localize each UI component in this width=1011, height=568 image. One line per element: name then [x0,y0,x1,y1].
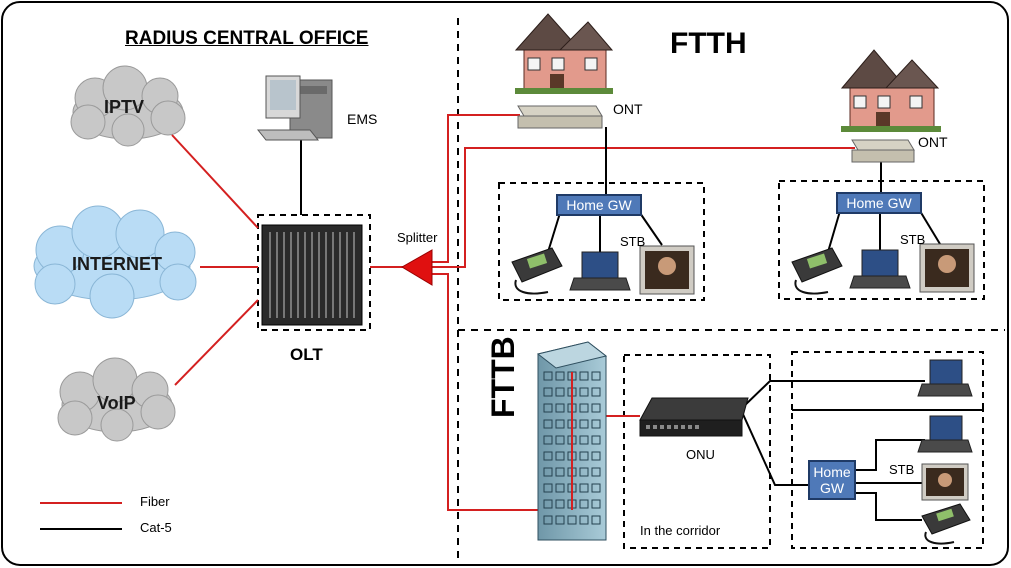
olt-label: OLT [290,345,323,364]
onu-switch-icon [639,397,749,437]
laptop-icon-4 [917,415,973,453]
corridor-box [623,354,771,549]
legend-cat5-label: Cat-5 [140,520,172,535]
ont-device-icon-1 [517,105,603,129]
house-icon-2 [840,49,941,132]
ont-label-1: ONT [613,101,643,117]
phone-icon-3 [921,503,971,545]
home-gw-3: Home GW [808,460,856,500]
ems-label: EMS [347,111,378,127]
laptop-icon-1 [569,251,631,291]
ont-device-icon-2 [851,139,915,163]
ftth-title: FTTH [670,27,747,60]
house-icon-1 [514,13,614,94]
laptop-icon-3 [917,359,973,397]
splitter-icon [401,249,433,286]
tv-icon-3 [921,463,969,501]
stb-label-3: STB [889,462,915,477]
home-gw-1: Home GW [556,194,642,216]
splitter-label: Splitter [397,230,438,245]
apartment2-box [791,409,984,549]
home-gw-3-line2: GW [819,480,845,496]
fttb-title: FTTB [485,336,521,418]
ems-computer-icon [256,75,333,141]
apartment1-box [791,351,984,411]
home-gw-3-line1: Home [813,464,851,480]
office-title: RADIUS CENTRAL OFFICE [125,28,369,49]
home1-box [498,182,705,301]
home-gw-2: Home GW [836,192,922,214]
olt-box [257,214,371,331]
stb-label-1: STB [620,234,646,249]
corridor-label: In the corridor [640,523,721,538]
ont-label-2: ONT [918,134,948,150]
cat5-links [300,127,941,521]
phone-icon-1 [511,247,563,295]
internet-label: INTERNET [72,254,162,274]
legend-fiber-label: Fiber [140,494,170,509]
onu-label: ONU [686,447,715,462]
olt-chassis-icon [261,224,363,326]
tv-icon-1 [639,245,695,295]
voip-label: VoIP [97,393,136,413]
internet-cloud [33,205,197,319]
iptv-cloud [70,65,186,147]
voip-cloud [57,357,176,442]
laptop-icon-2 [849,249,911,289]
apartment-building-icon [536,341,608,541]
iptv-label: IPTV [104,97,145,117]
stb-label-2: STB [900,232,926,247]
phone-icon-2 [791,247,843,295]
tv-icon-2 [919,243,975,293]
